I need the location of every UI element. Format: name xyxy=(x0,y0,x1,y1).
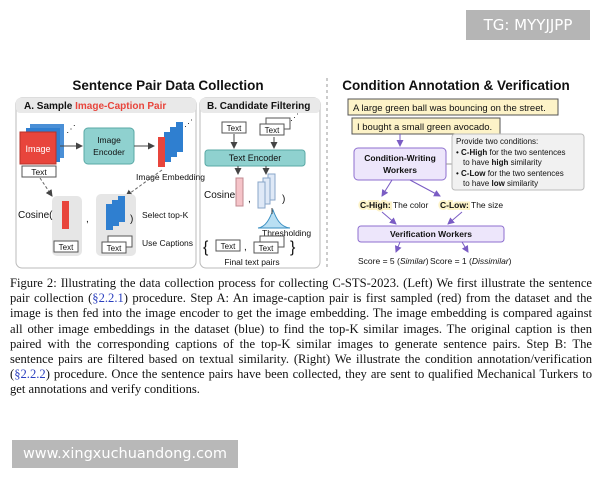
cosine-blue-vector-2 xyxy=(112,200,119,226)
text-card-caption xyxy=(53,240,79,253)
text-encoder-box xyxy=(204,149,306,167)
note-chigh-line1: • C-High for the two sentences xyxy=(456,148,566,157)
note-clow-line1: • C-Low for the two sentences xyxy=(456,169,564,178)
threshold-curve xyxy=(257,208,291,229)
image-embedding-label: Image Embedding xyxy=(136,172,205,182)
condition-writers-line1: Condition-Writing xyxy=(364,153,436,163)
cosine-blue-vector-1 xyxy=(106,204,113,230)
image-encoder-line2: Encoder xyxy=(93,147,125,157)
select-top-k-label: Select top-K xyxy=(142,210,189,220)
final-text-label-left: Text xyxy=(221,242,236,251)
final-text-label-right: Text xyxy=(259,244,274,253)
clow-condition: C-Low: The size xyxy=(440,200,503,210)
cosine-b-comma: , xyxy=(248,194,251,205)
text-label-b-left: Text xyxy=(227,124,242,133)
image-label: Image xyxy=(25,144,50,154)
caption-part-2: ) procedure. Step A: An image-caption pa… xyxy=(10,291,592,382)
text-card-sampled xyxy=(21,165,57,178)
image-encoder-box xyxy=(83,127,135,165)
chigh-condition: C-High: The color xyxy=(360,200,428,210)
image-encoder-line1: Image xyxy=(97,135,121,145)
watermark-telegram: TG: MYYJJPP xyxy=(466,10,590,40)
figure-caption: Figure 2: Illustrating the data collecti… xyxy=(10,276,592,398)
text-encoder-label: Text Encoder xyxy=(229,153,282,163)
cosine-b-pink-vector xyxy=(235,177,244,207)
arrow-to-clow xyxy=(409,179,441,197)
final-text-card-left xyxy=(215,239,241,252)
figure-diagram: Sentence Pair Data Collection A. Sample … xyxy=(15,78,585,269)
image-card-sampled xyxy=(19,131,57,165)
score-similar: Score = 5 (Similar) xyxy=(358,256,429,266)
text-card-b-left xyxy=(221,121,247,134)
cosine-b-close-paren: ) xyxy=(282,194,285,205)
cosine-close-paren: ) xyxy=(130,214,133,225)
b-stack-dots: ⋰ xyxy=(290,112,299,122)
sentence1-box xyxy=(347,98,559,116)
cosine-comma: , xyxy=(86,214,89,225)
embedding-dots: ⋰ xyxy=(184,118,193,128)
right-panel-title: Condition Annotation & Verification xyxy=(342,78,569,93)
stack-dots: ⋰ xyxy=(66,124,76,135)
text-label-caption: Text xyxy=(59,243,74,252)
embedding-back-1 xyxy=(164,132,171,162)
use-captions-label: Use Captions xyxy=(142,238,193,248)
section-ref-2-2-2[interactable]: §2.2.2 xyxy=(14,367,46,382)
final-pairs-label: Final text pairs xyxy=(224,257,279,267)
final-comma: , xyxy=(244,242,247,253)
embedding-back-3 xyxy=(176,122,183,152)
caption-part-1: Figure 2: Illustrating the data collecti… xyxy=(10,276,592,306)
sentence2-text: I bought a small green avocado. xyxy=(357,122,492,133)
watermark-website: www.xingxuchuandong.com xyxy=(12,440,238,468)
cosine-b-label: Cosine( xyxy=(204,190,239,201)
text-card-topk-1 xyxy=(101,241,127,254)
embedding-back-2 xyxy=(170,127,177,157)
text-label-topk: Text xyxy=(107,244,122,253)
section-ref-2-2-1[interactable]: §2.2.1 xyxy=(92,291,124,306)
step-b-label: B. Candidate Filtering xyxy=(207,101,310,112)
caption-part-3: ) procedure. Once the sentence pairs hav… xyxy=(10,367,592,397)
arrow-to-chigh xyxy=(381,179,393,197)
note-clow-line2: to have low similarity xyxy=(463,179,538,188)
arrow-clow-to-verify xyxy=(447,211,463,225)
embedding-sampled xyxy=(158,137,165,167)
text-label-a: Text xyxy=(31,167,47,177)
cosine-red-vector xyxy=(62,201,69,229)
final-brace-right: } xyxy=(290,239,296,256)
note-line1: Provide two conditions: xyxy=(456,137,538,146)
final-brace-left: { xyxy=(203,239,209,256)
verification-workers-box xyxy=(357,225,505,243)
cosine-blue-vector-3 xyxy=(118,196,125,222)
arrow-caption-down xyxy=(39,177,53,197)
arrow-chigh-to-verify xyxy=(381,211,397,225)
arrow-embedding-down xyxy=(125,169,163,197)
sentence1-text: A large green ball was bouncing on the s… xyxy=(353,103,546,114)
final-text-card-right-1 xyxy=(253,241,279,254)
step-a-header xyxy=(16,98,196,113)
sentence2-box xyxy=(351,117,501,135)
note-chigh-line2: to have high similarity xyxy=(463,158,542,167)
arrow-to-score-similar xyxy=(394,241,402,253)
instruction-note xyxy=(451,133,585,191)
score-dissimilar: Score = 1 (Dissimilar) xyxy=(430,256,512,266)
left-panel-title: Sentence Pair Data Collection xyxy=(72,78,263,93)
step-a-label: A. Sample Image-Caption Pair xyxy=(24,101,166,112)
cosine-b-vector-1 xyxy=(257,181,266,209)
text-label-b-right: Text xyxy=(265,126,280,135)
cosine-label: Cosine( xyxy=(18,210,53,221)
step-b-header xyxy=(200,98,320,113)
condition-writers-line2: Workers xyxy=(383,165,417,175)
arrow-to-score-dissimilar xyxy=(461,241,469,253)
thresholding-label: Thresholding xyxy=(262,228,311,238)
verification-workers-label: Verification Workers xyxy=(390,229,472,239)
text-card-b-right-1 xyxy=(259,123,285,136)
